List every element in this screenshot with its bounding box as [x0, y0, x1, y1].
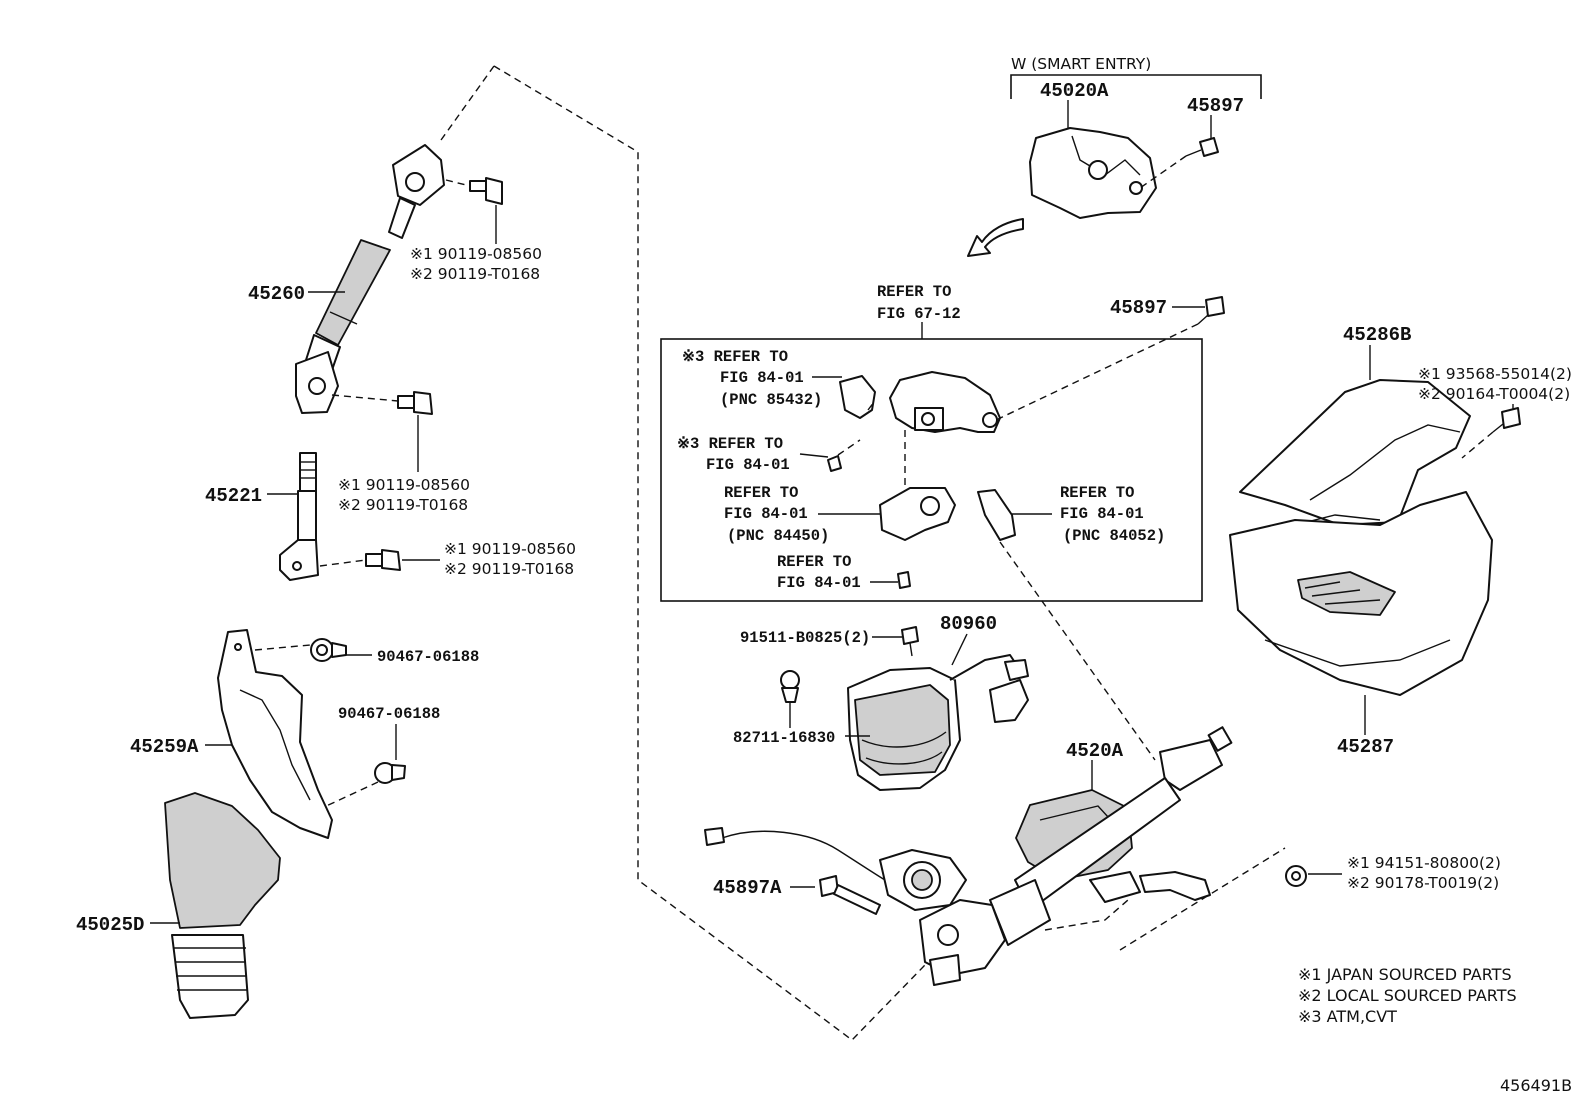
column-cover-45259A	[217, 629, 333, 839]
refer-85432-line1: ※3 REFER TO	[682, 348, 788, 366]
cover-screw-jp-label: ※1 93568-55014(2)	[1418, 365, 1572, 383]
refer-84052-line2: FIG 84-01	[1060, 505, 1144, 523]
refer-screw-b-line1: REFER TO	[777, 553, 851, 571]
eps-motor-80960	[847, 654, 1029, 791]
key-interlock-solenoid-icon	[839, 375, 876, 419]
clip-90467-lower-icon	[321, 762, 406, 809]
bolt-upper-jp-label: ※1 90119-08560	[410, 245, 542, 263]
bolt-mid-jp-label: ※1 90119-08560	[338, 476, 470, 494]
cover-screw-icon	[1461, 407, 1521, 459]
part-45221-label: 45221	[205, 485, 262, 507]
bolt-upper-joint-icon	[445, 177, 503, 205]
cover-screw-local-label: ※2 90164-T0004(2)	[1418, 385, 1570, 403]
refer-84450-line1: REFER TO	[724, 484, 798, 502]
clip-82711-icon	[780, 670, 800, 703]
screw-45897-top-icon	[1139, 137, 1219, 189]
part-90467-lower-label: 90467-06188	[338, 705, 440, 723]
legend-atm: ※3 ATM,CVT	[1298, 1007, 1397, 1026]
refer-84450-line2: FIG 84-01	[724, 505, 808, 523]
sensor-harness-icon	[704, 827, 886, 881]
refer-84052-line1: REFER TO	[1060, 484, 1134, 502]
screw-a-icon	[827, 439, 861, 472]
screw-45897-mid-icon	[995, 296, 1225, 421]
legend-japan: ※1 JAPAN SOURCED PARTS	[1298, 965, 1512, 984]
refer-67-12-line1: REFER TO	[877, 283, 951, 301]
assembly-boundary-dashed	[440, 65, 495, 141]
part-82711-label: 82711-16830	[733, 729, 835, 747]
part-45260-label: 45260	[248, 283, 305, 305]
refer-85432-line3: (PNC 85432)	[720, 391, 822, 409]
screw-45897-mid-label: 45897	[1110, 297, 1167, 319]
refer-screw-a-line2: FIG 84-01	[706, 456, 790, 474]
part-91511-label: 91511-B0825(2)	[740, 629, 870, 647]
bolt-lower-local-label: ※2 90119-T0168	[444, 560, 574, 578]
nut-dash-lines	[1044, 899, 1129, 931]
part-45020A-label: 45020A	[1040, 80, 1109, 102]
screw-45897-top-label: 45897	[1187, 95, 1244, 117]
refer-85432-line2: FIG 84-01	[720, 369, 804, 387]
refer-84450-line3: (PNC 84450)	[727, 527, 829, 545]
nut-94151-icon	[1285, 865, 1307, 887]
ignition-switch-84450-icon	[879, 487, 956, 541]
part-45025D-label: 45025D	[76, 914, 144, 936]
legend-local: ※2 LOCAL SOURCED PARTS	[1298, 986, 1517, 1005]
smart-entry-bracket-label: W (SMART ENTRY)	[1011, 55, 1151, 73]
part-90467-upper-label: 90467-06188	[377, 648, 479, 666]
part-80960-label: 80960	[940, 613, 997, 635]
part-45287-label: 45287	[1337, 736, 1394, 758]
clip-90467-upper-icon	[254, 638, 347, 662]
refer-screw-a-line1: ※3 REFER TO	[677, 435, 783, 453]
steering-column-4520A	[879, 726, 1233, 986]
part-45259A-label: 45259A	[130, 736, 199, 758]
intermediate-shaft-45260	[295, 144, 445, 414]
bolt-lower-jp-label: ※1 90119-08560	[444, 540, 576, 558]
refer-box-frame	[660, 338, 1203, 602]
column-boot-45025D	[164, 792, 281, 1019]
bolt-lower-joint-icon	[319, 549, 401, 571]
bolt-91511-icon	[901, 626, 919, 657]
steering-shaft-45221	[279, 452, 319, 581]
part-45286B-label: 45286B	[1343, 324, 1411, 346]
lower-column-cover-45287	[1229, 491, 1493, 696]
nut-local-label: ※2 90178-T0019(2)	[1347, 874, 1499, 892]
ignition-switch-housing-icon	[889, 371, 1001, 433]
refer-67-12-line2: FIG 67-12	[877, 305, 961, 323]
bolt-upper-local-label: ※2 90119-T0168	[410, 265, 540, 283]
smart-entry-housing-45020A	[1029, 127, 1157, 219]
nut-jp-label: ※1 94151-80800(2)	[1347, 854, 1501, 872]
refer-screw-b-line2: FIG 84-01	[777, 574, 861, 592]
part-45897A-label: 45897A	[713, 877, 782, 899]
smart-entry-bracket	[1010, 74, 1262, 99]
diagram-id: 456491B	[1500, 1076, 1572, 1095]
bolt-mid-joint-icon	[331, 391, 433, 415]
assembly-boundary-dashed	[493, 65, 926, 1041]
bolt-mid-local-label: ※2 90119-T0168	[338, 496, 468, 514]
screw-b-icon	[897, 571, 911, 589]
bolt-45897A-icon	[819, 875, 881, 915]
direction-arrow-icon	[967, 218, 1024, 257]
part-4520A-label: 4520A	[1066, 740, 1124, 762]
nut-dash-lines	[1119, 847, 1286, 951]
refer-84052-line3: (PNC 84052)	[1063, 527, 1165, 545]
switch-connector-84052-icon	[977, 489, 1156, 761]
